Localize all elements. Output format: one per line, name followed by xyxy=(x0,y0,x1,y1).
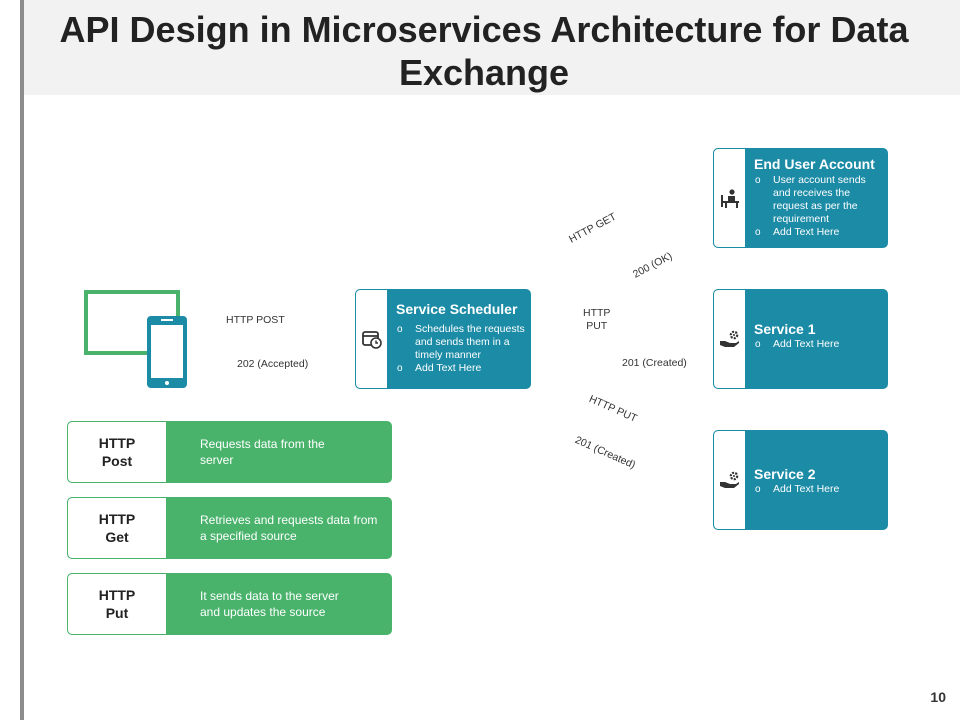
end-user-account-bullet: Add Text Here xyxy=(754,226,883,239)
flow-label-ok: 200 (OK) xyxy=(631,249,675,281)
service-1-heading: Service 1 xyxy=(754,321,816,337)
service-2-box: Service 2 Add Text Here xyxy=(713,430,888,530)
page-number: 10 xyxy=(930,689,946,705)
left-rule xyxy=(20,0,24,720)
hand-gear-icon xyxy=(719,330,739,347)
page-title: API Design in Microservices Architecture… xyxy=(59,9,909,93)
service-scheduler-bullet: Add Text Here xyxy=(396,362,526,375)
flow-label-accepted: 202 (Accepted) xyxy=(237,358,309,370)
scheduler-icon-cell xyxy=(356,290,387,388)
end-user-account-heading: End User Account xyxy=(754,156,875,172)
service-1-bullet: Add Text Here xyxy=(754,338,883,351)
service-scheduler-box: Service Scheduler Schedules the requests… xyxy=(355,289,531,389)
legend-description: Requests data from the server xyxy=(200,437,325,467)
flow-label-http-post: HTTP POST xyxy=(226,314,285,326)
legend-key: HTTP Get xyxy=(68,498,166,558)
flow-label-created-mid: 201 (Created) xyxy=(622,357,687,369)
end-user-account-box: End User Account User account sends and … xyxy=(713,148,888,248)
flow-label-created-low: 201 (Created) xyxy=(573,434,638,472)
user-at-desk-icon xyxy=(720,189,739,208)
service-2-bullet: Add Text Here xyxy=(754,483,883,496)
hand-gear-icon xyxy=(719,471,739,488)
laptop-and-phone-icon xyxy=(84,290,187,388)
flow-label-http-put-mid: HTTP PUT xyxy=(583,307,611,332)
flow-label-http-get: HTTP GET xyxy=(567,210,619,246)
legend-row-http-post: HTTP Post Requests data from the server xyxy=(67,421,392,483)
legend-description: Retrieves and requests data from a speci… xyxy=(200,513,378,543)
flow-label-http-put-low: HTTP PUT xyxy=(587,393,639,425)
end-user-icon-cell xyxy=(714,149,745,247)
legend-row-http-put: HTTP Put It sends data to the server and… xyxy=(67,573,392,635)
service-scheduler-heading: Service Scheduler xyxy=(396,301,518,317)
legend-description: It sends data to the server and updates … xyxy=(200,589,339,619)
service-2-heading: Service 2 xyxy=(754,466,816,482)
legend-key: HTTP Put xyxy=(68,574,166,634)
service-scheduler-bullet: Schedules the requests and sends them in… xyxy=(396,323,526,362)
legend-row-http-get: HTTP Get Retrieves and requests data fro… xyxy=(67,497,392,559)
title-band xyxy=(24,0,960,95)
service-2-icon-cell xyxy=(714,431,745,529)
end-user-account-bullet: User account sends and receives the requ… xyxy=(754,174,883,226)
calendar-clock-icon xyxy=(361,331,382,349)
service-1-icon-cell xyxy=(714,290,745,388)
service-1-box: Service 1 Add Text Here xyxy=(713,289,888,389)
legend-key: HTTP Post xyxy=(68,422,166,482)
